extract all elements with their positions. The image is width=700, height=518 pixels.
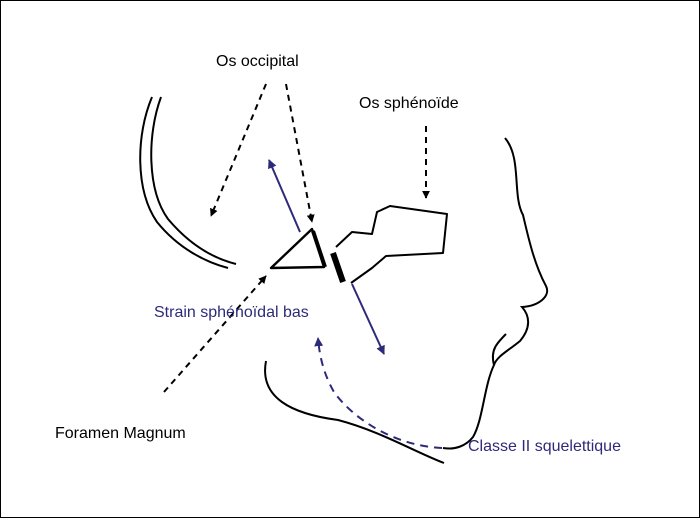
basiocciput-edge (311, 230, 327, 268)
occipital-arrow-right (285, 83, 315, 223)
label-classe-ii-squelettique: Classe II squelettique (468, 438, 621, 455)
label-foramen-magnum: Foramen Magnum (55, 425, 186, 442)
strain-arrow-up (268, 159, 301, 233)
occipital-arrow-left (210, 83, 267, 217)
sphenoid-body-outline (335, 205, 448, 284)
label-os-sphenoide: Os sphénoïde (359, 95, 459, 112)
occipital-inner-contour (150, 96, 237, 265)
label-strain-sphenoidal-bas: Strain sphénoïdal bas (154, 304, 309, 321)
strain-arrow-down (351, 283, 385, 355)
label-os-occipital: Os occipital (216, 53, 299, 70)
synchondrosis-bar (330, 252, 346, 283)
face-profile-outline (442, 137, 549, 450)
mandible-outline (264, 360, 445, 464)
occipital-outer-contour (139, 96, 229, 269)
face-lip-curve (491, 333, 507, 366)
foramen-arrow (163, 275, 267, 393)
classe-curved-arrow (314, 337, 443, 449)
